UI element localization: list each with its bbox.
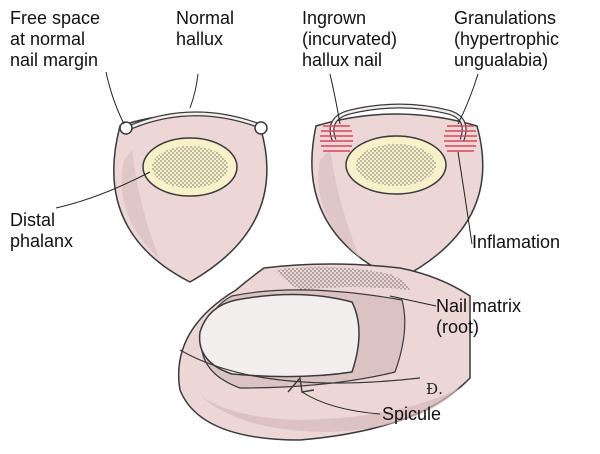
bone-trabeculae (152, 146, 228, 188)
free-space-left (120, 122, 132, 134)
label-granulations: Granulations (hypertrophic ungualabia) (454, 8, 559, 71)
artist-signature: Ɖ. (426, 380, 443, 398)
leader-free-space (106, 72, 124, 124)
label-distal-phalanx: Distal phalanx (10, 210, 73, 252)
label-free-space: Free space at normal nail margin (10, 8, 100, 71)
label-nail-matrix: Nail matrix (root) (436, 296, 521, 338)
nail-plate (200, 294, 359, 376)
label-ingrown: Ingrown (incurvated) hallux nail (302, 8, 397, 71)
normal-hallux-cross-section (114, 114, 267, 282)
leader-ingrown (330, 74, 340, 124)
free-space-right (255, 122, 267, 134)
leader-normal-hallux (190, 74, 198, 108)
label-normal-hallux: Normal hallux (176, 8, 234, 50)
ingrown-nail-cross-section (312, 106, 483, 280)
label-inflamation: Inflamation (472, 232, 560, 253)
label-spicule: Spicule (382, 404, 441, 425)
